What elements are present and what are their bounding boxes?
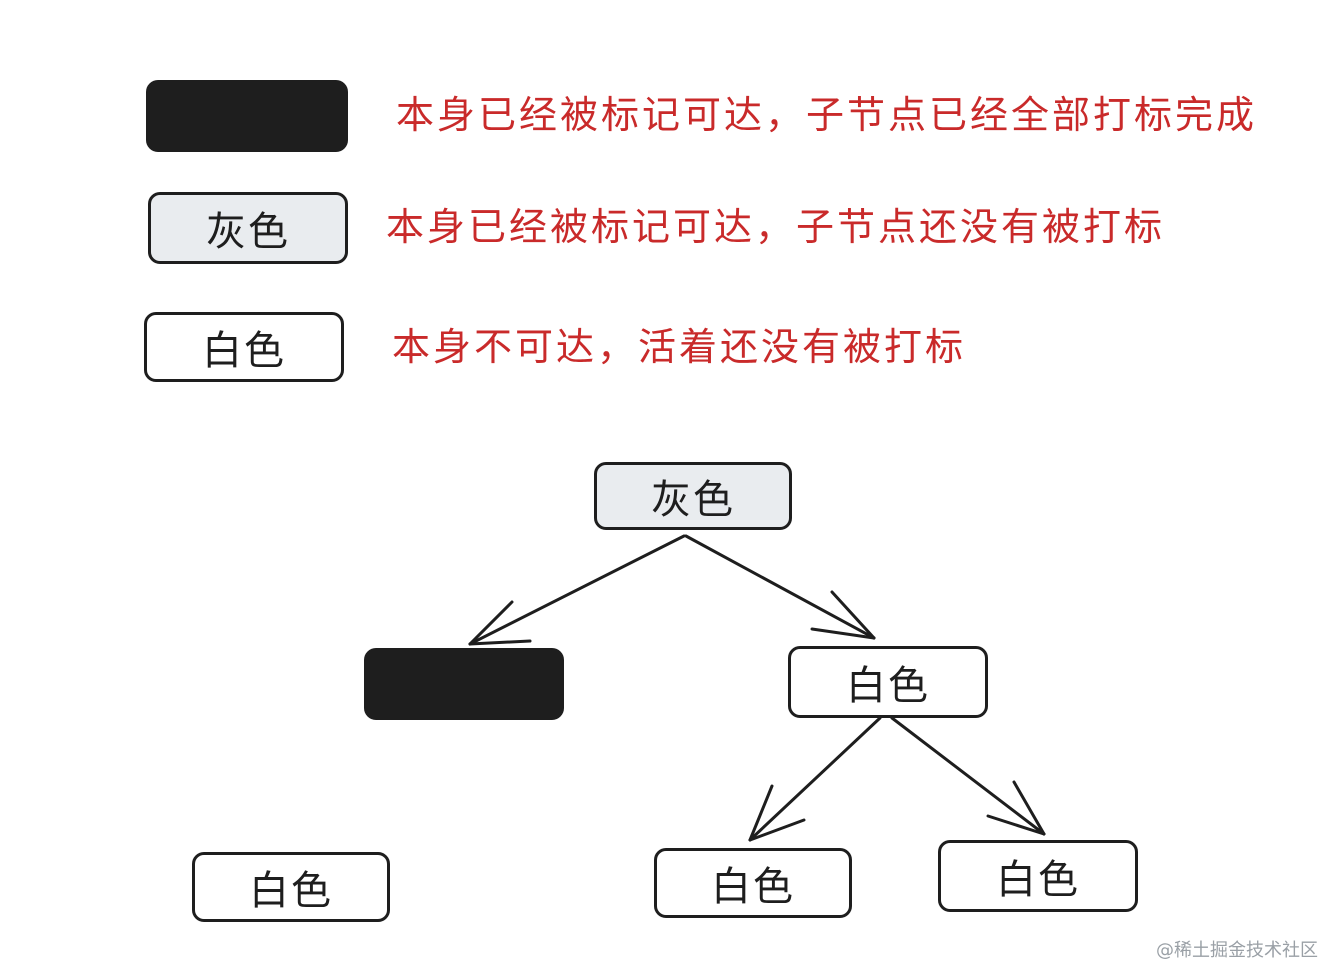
watermark: @稀土掘金技术社区 <box>1156 940 1318 961</box>
tree-node-left-child <box>364 648 564 720</box>
edge-root-to-left <box>468 534 686 646</box>
tree-node-right-right-grandchild: 白色 <box>938 840 1138 912</box>
tree-node-right-child: 白色 <box>788 646 988 718</box>
tree-node-orphan: 白色 <box>192 852 390 922</box>
legend-gray-swatch: 灰色 <box>148 192 348 264</box>
legend-white-description: 本身不可达，活着还没有被打标 <box>392 325 967 369</box>
legend-gray-description: 本身已经被标记可达，子节点还没有被打标 <box>386 205 1166 249</box>
edge-right-to-rr-right <box>890 716 1046 836</box>
legend-white-swatch: 白色 <box>144 312 344 382</box>
tree-node-root: 灰色 <box>594 462 792 530</box>
tree-node-right-left-grandchild: 白色 <box>654 848 852 918</box>
edge-right-to-rr-left <box>748 716 882 842</box>
legend-black-swatch <box>146 80 348 152</box>
legend-black-description: 本身已经被标记可达，子节点已经全部打标完成 <box>396 93 1258 137</box>
edge-root-to-right <box>684 534 876 640</box>
